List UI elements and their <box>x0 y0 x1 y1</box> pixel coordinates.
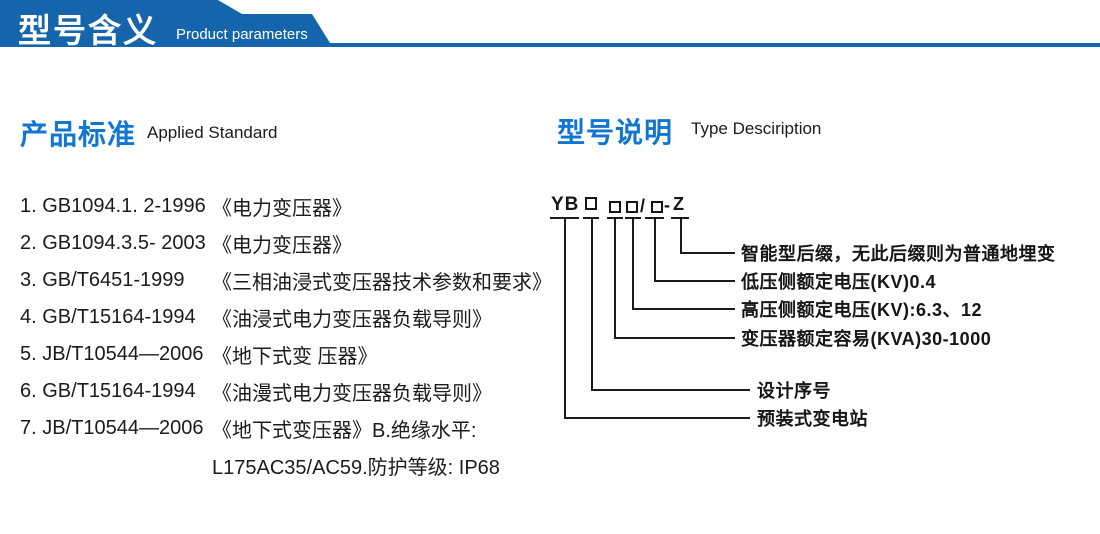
standard-title-line2: L175AC35/AC59.防护等级: IP68 <box>212 457 500 479</box>
model-code-dash: - <box>664 195 670 215</box>
placeholder-box-design <box>585 197 597 210</box>
standard-title: 《地下式变 压器》 <box>212 346 378 368</box>
standard-code: 6. GB/T15164-1994 <box>20 380 196 402</box>
model-heading-zh: 型号说明 <box>557 117 674 148</box>
placeholder-box-lv <box>651 201 663 213</box>
placeholder-box-hv <box>626 201 638 213</box>
standard-code: 7. JB/T10544—2006 <box>20 417 204 439</box>
standard-title: 《油浸式电力变压器负载导则》 <box>212 309 492 331</box>
standard-title: 《电力变压器》 <box>212 235 352 257</box>
banner-shape <box>0 0 1100 47</box>
standards-item-continuation: L175AC35/AC59.防护等级: IP68 <box>20 447 560 484</box>
standards-item: 7. JB/T10544—2006 《地下式变压器》B.绝缘水平: <box>20 410 560 447</box>
standards-item: 5. JB/T10544—2006 《地下式变 压器》 <box>20 336 560 373</box>
standards-item: 4. GB/T15164-1994 《油浸式电力变压器负载导则》 <box>20 299 560 336</box>
placeholder-box-capacity <box>609 201 621 213</box>
standard-code: 4. GB/T15164-1994 <box>20 306 196 328</box>
header-banner: 型号含义 Product parameters <box>0 0 1100 49</box>
standards-item: 6. GB/T15164-1994 《油漫式电力变压器负载导则》 <box>20 373 560 410</box>
page-title: 型号含义 <box>18 12 158 49</box>
standards-item: 3. GB/T6451-1999 《三相油浸式变压器技术参数和要求》 <box>20 262 560 299</box>
standards-list: 1. GB1094.1. 2-1996 《电力变压器》 2. GB1094.3.… <box>20 188 560 484</box>
model-code-prefix: YB <box>551 194 580 215</box>
diagram-label-design-number: 设计序号 <box>757 381 831 401</box>
standard-title: 《油漫式电力变压器负载导则》 <box>212 383 492 405</box>
diagram-label-substation: 预装式变电站 <box>757 409 868 429</box>
page-subtitle: Product parameters <box>176 26 308 43</box>
diagram-label-smart-suffix: 智能型后缀，无此后缀则为普通地埋变 <box>741 244 1056 264</box>
standard-code: 1. GB1094.1. 2-1996 <box>20 195 206 217</box>
model-code-suffix: Z <box>673 194 684 214</box>
standard-title: 《电力变压器》 <box>212 198 352 220</box>
standard-title: 《地下式变压器》B.绝缘水平: <box>212 420 477 442</box>
standard-code: 3. GB/T6451-1999 <box>20 269 185 291</box>
standards-heading-en: Applied Standard <box>147 123 278 142</box>
diagram-label-hv-voltage: 高压侧额定电压(KV):6.3、12 <box>741 300 983 320</box>
model-heading-en: Type Desciription <box>691 119 822 138</box>
standard-title: 《三相油浸式变压器技术参数和要求》 <box>212 272 552 294</box>
standard-code: 5. JB/T10544—2006 <box>20 343 204 365</box>
standards-heading-zh: 产品标准 <box>20 119 137 150</box>
standard-code: 2. GB1094.3.5- 2003 <box>20 232 206 254</box>
model-code-slash: / <box>640 196 646 216</box>
standards-item: 1. GB1094.1. 2-1996 《电力变压器》 <box>20 188 560 225</box>
standards-item: 2. GB1094.3.5- 2003 《电力变压器》 <box>20 225 560 262</box>
diagram-label-capacity: 变压器额定容易(KVA)30-1000 <box>741 329 992 349</box>
diagram-label-lv-voltage: 低压侧额定电压(KV)0.4 <box>741 272 937 292</box>
